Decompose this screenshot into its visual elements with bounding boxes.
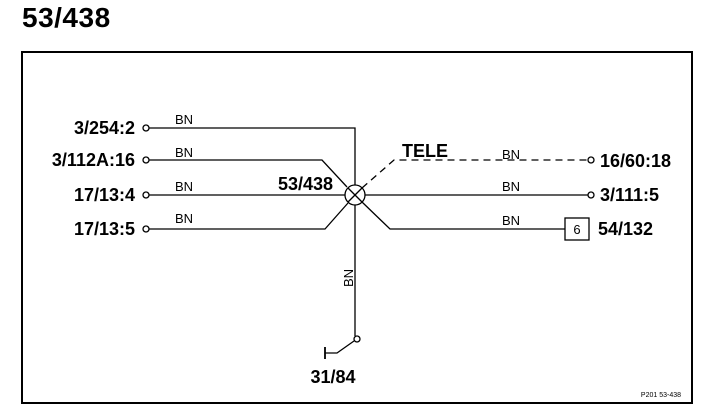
component-box	[564, 217, 590, 241]
connector-label: 16/60:18	[600, 151, 671, 171]
splice-point: 53/438	[278, 174, 366, 206]
connector-label: 3/112A:16	[52, 150, 135, 170]
wire-line	[149, 159, 348, 188]
ground-switch-line	[325, 340, 355, 354]
page-title: 53/438	[22, 2, 111, 33]
wire-color-label: BN	[502, 147, 520, 162]
wire-color-label: BN	[502, 213, 520, 228]
ground-connector: BN 31/84	[310, 205, 361, 387]
component-box-number: 6	[573, 222, 580, 237]
left-connector-3: 17/13:4 BN	[74, 179, 345, 205]
right-connector-2: BN 3/111:5	[365, 179, 659, 205]
wire-color-label: BN	[175, 112, 193, 127]
wire-color-label: BN	[175, 179, 193, 194]
left-connector-1: 3/254:2 BN	[74, 112, 356, 185]
splice-label: 53/438	[278, 174, 333, 194]
left-connector-2: 3/112A:16 BN	[52, 145, 348, 188]
wire-color-label: BN	[341, 269, 356, 287]
connector-label: 17/13:5	[74, 219, 135, 239]
ground-label: 31/84	[310, 367, 355, 387]
figure-reference: P201 53-438	[641, 392, 681, 399]
wire-color-label: BN	[175, 211, 193, 226]
diagram-frame	[21, 51, 693, 404]
connector-terminal-icon	[587, 191, 595, 199]
splice-cross	[347, 187, 363, 203]
tele-label: TELE	[402, 141, 448, 161]
connector-terminal-icon	[142, 156, 150, 164]
connector-label: 17/13:4	[74, 185, 135, 205]
right-connector-3: 6 BN 54/132	[361, 201, 653, 241]
connector-label: 54/132	[598, 219, 653, 239]
wire-line	[149, 202, 349, 230]
wire-color-label: BN	[175, 145, 193, 160]
connector-terminal-icon	[142, 124, 150, 132]
connector-terminal-icon	[353, 335, 361, 343]
wire-line	[149, 127, 356, 185]
wire-line	[361, 201, 565, 230]
connector-label: 3/254:2	[74, 118, 135, 138]
right-connector-1: TELE BN 16/60:18	[361, 141, 671, 189]
wire-line-dashed	[361, 159, 588, 189]
wire-color-label: BN	[502, 179, 520, 194]
connector-terminal-icon	[142, 225, 150, 233]
left-connector-4: 17/13:5 BN	[74, 202, 349, 239]
connector-terminal-icon	[587, 156, 595, 164]
connector-label: 3/111:5	[600, 185, 659, 205]
connector-terminal-icon	[142, 191, 150, 199]
